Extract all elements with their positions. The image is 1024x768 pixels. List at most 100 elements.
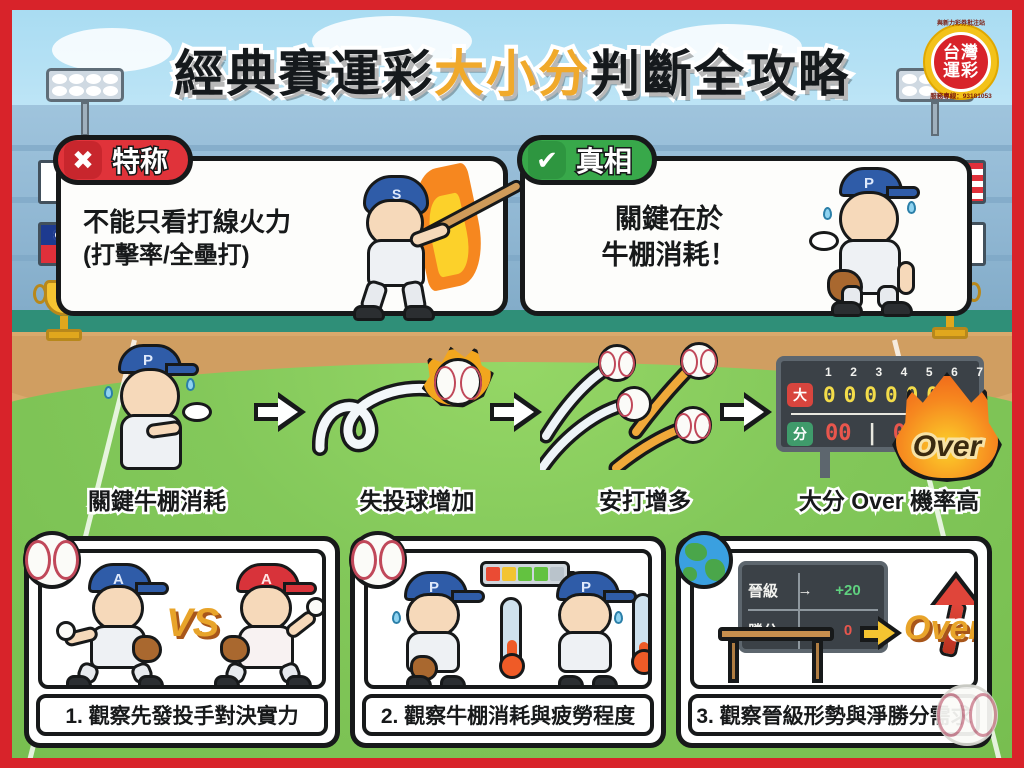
tip-card-3-art: 晉級 → +20 勝分 → 0 — [690, 549, 978, 689]
rising-arrow-icon — [930, 571, 974, 659]
scoreboard-row-small: 分 00 | 00 — [787, 421, 919, 446]
big-value: 0 — [843, 383, 857, 407]
shoe — [286, 675, 312, 685]
globe-icon — [675, 531, 733, 589]
flow-step-2: 失投球增加 — [312, 340, 522, 520]
check-icon: ✔ — [528, 141, 566, 179]
big-tag: 大 — [787, 383, 813, 407]
tip-card-2-art: P — [364, 549, 652, 689]
brand-logo: 與新力彩券批注站 台灣運彩 服務專線：93181053 — [920, 16, 1002, 108]
scoreboard-innings: 1 2 3 4 5 6 7 — [825, 365, 983, 379]
exhausted-pitcher-character: P — [805, 165, 965, 317]
inning-number: 7 — [976, 365, 983, 379]
shoe — [592, 675, 618, 685]
shoe — [138, 675, 164, 685]
thermometer-hot — [499, 597, 525, 679]
board-row-value: +20 — [835, 581, 861, 599]
flow-step-3-label: 安打增多 — [597, 486, 694, 517]
baseball-icon — [23, 531, 81, 589]
title-highlight: 大小分 — [430, 42, 592, 106]
arm — [897, 261, 915, 295]
tired-pitcher-character: P — [98, 344, 228, 474]
flow-step-1-label: 關鍵牛棚消耗 — [86, 486, 229, 517]
flow-step-1: P 關鍵牛棚消耗 — [52, 340, 262, 520]
title-part2: 判斷全攻略 — [586, 42, 852, 106]
baseball-icon — [349, 531, 407, 589]
shoe — [403, 305, 435, 321]
truth-line2: 牛棚消耗！ — [601, 240, 737, 271]
myth-badge: ✖ 特称 — [53, 135, 194, 185]
board-row: 晉級 → +20 — [748, 571, 878, 609]
truth-line1: 關鍵在於 — [615, 204, 723, 234]
flow-row: P 關鍵牛棚消耗 — [12, 340, 1012, 520]
truth-badge: ✔ 真相 — [517, 135, 658, 185]
truth-badge-label: 真相 — [574, 145, 633, 179]
logo-inner: 台灣運彩 — [931, 32, 991, 92]
board-row-label: 晉級 — [748, 582, 779, 600]
pitcher-red: A — [214, 563, 322, 685]
small-values: 00 | 00 — [825, 421, 919, 446]
baseball-icon — [56, 621, 76, 641]
pitcher-blue: A — [56, 563, 176, 685]
tip-card-3: 晉級 → +20 勝分 → 0 — [675, 531, 992, 748]
inning-number: 2 — [850, 365, 857, 379]
myth-card: ✖ 特称 不能只看打線火力 (打擊率/全壘打) S — [53, 135, 526, 321]
tip-card-2-caption: 2. 觀察牛棚消耗與疲勞程度 — [362, 694, 654, 736]
shoe — [353, 305, 385, 321]
truth-card: ✔ 真相 關鍵在於 牛棚消耗！ P — [517, 135, 972, 317]
breath-puff — [809, 231, 839, 251]
title-part1: 經典賽運彩 — [170, 42, 436, 106]
flow-step-4-label: 大分 Over 機率高 — [796, 486, 981, 517]
vs-label: VS — [163, 599, 221, 648]
inning-number: 6 — [951, 365, 958, 379]
big-value: 0 — [864, 383, 877, 407]
logo-top-text: 與新力彩券批注站 — [936, 21, 985, 27]
face — [839, 191, 899, 247]
logo-main-text: 台灣運彩 — [943, 43, 979, 80]
myth-line2: (打擊率/全壘打) — [83, 242, 250, 270]
arrow-icon: → — [797, 581, 813, 599]
tip-card-1-art: A VS — [38, 549, 326, 689]
big-value: 0 — [823, 383, 836, 407]
inning-number: 5 — [925, 365, 933, 379]
thermometer-warm — [631, 593, 648, 675]
top-cards-row: ✖ 特称 不能只看打線火力 (打擊率/全壘打) S — [12, 135, 1012, 328]
sweat-drop — [104, 386, 113, 399]
sweat-drop — [907, 201, 916, 214]
flow-step-3: 安打增多 — [534, 340, 750, 520]
baseball-icon — [680, 342, 718, 380]
small-left-value: 00 — [825, 421, 852, 446]
tip-card-1: A VS — [23, 531, 340, 748]
batter-character: S — [351, 161, 526, 321]
shoe — [406, 675, 432, 685]
tired-pitcher-2: P — [538, 571, 648, 685]
tip-card-1-caption: 1. 觀察先發投手對決實力 — [36, 694, 328, 736]
baseball-icon — [616, 386, 652, 422]
cloud — [652, 24, 802, 70]
shoe — [881, 301, 913, 317]
over-label: Over — [910, 427, 984, 466]
sweat-drop — [186, 378, 195, 391]
tip-card-2: P — [349, 531, 666, 748]
bottom-cards-row: A VS — [12, 526, 1012, 758]
sweat-drop — [614, 611, 623, 624]
scoreboard-divider — [791, 413, 981, 415]
board-row-value: 0 — [843, 621, 853, 639]
table-icon — [718, 627, 834, 683]
cap-letter: P — [429, 579, 440, 596]
glove-icon — [132, 635, 162, 663]
baseball-icon — [674, 406, 712, 444]
tired-pitcher-1: P — [386, 571, 496, 685]
jersey — [558, 631, 612, 673]
myth-text: 不能只看打線火力 (打擊率/全壘打) — [83, 205, 383, 272]
cap-letter: A — [113, 571, 124, 588]
shoe — [831, 301, 863, 317]
baseball-icon — [434, 358, 482, 406]
sweat-drop — [392, 611, 401, 624]
face — [92, 585, 144, 631]
face — [558, 593, 612, 637]
sweat-drop — [823, 207, 832, 220]
glove-icon — [220, 635, 250, 663]
inning-number: 1 — [825, 365, 832, 379]
cap-letter: A — [261, 571, 272, 588]
